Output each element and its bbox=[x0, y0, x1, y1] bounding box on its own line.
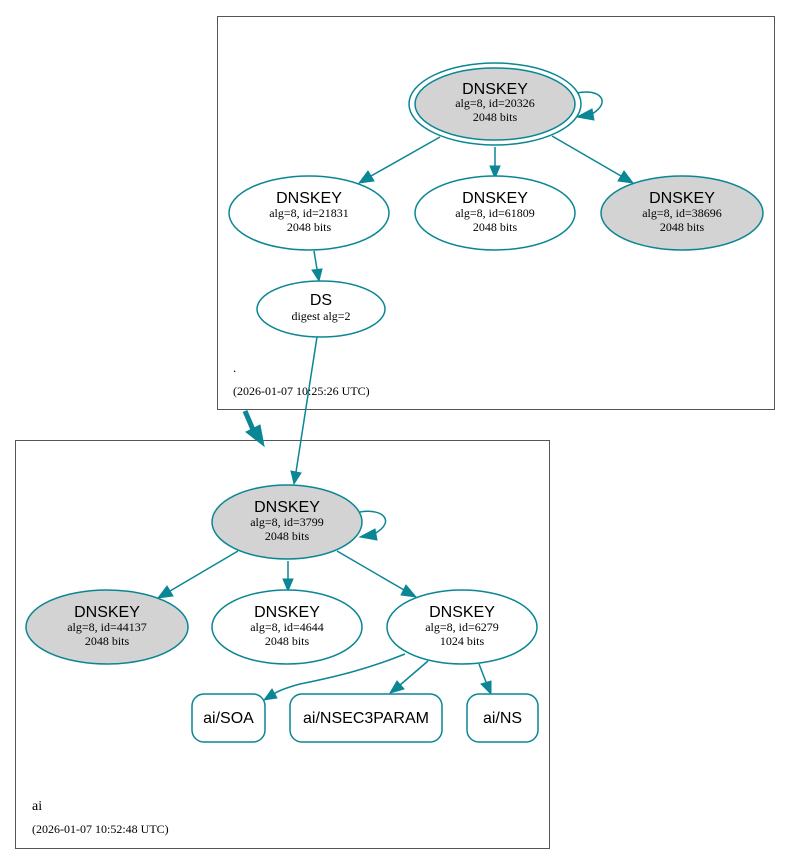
edge-ai-ksk-ksk2 bbox=[169, 550, 239, 592]
edge-root-ksk-self bbox=[576, 91, 603, 115]
node-ai-zsk2-ellipse bbox=[386, 589, 538, 665]
edge-zsk2-nsec3param bbox=[399, 660, 429, 686]
node-ai-zsk2-line1: alg=8, id=6279 bbox=[425, 620, 499, 634]
arrow-zsk2-nsec3param bbox=[388, 680, 405, 694]
node-root-zsk1-line2: 2048 bits bbox=[287, 220, 332, 234]
node-root-zsk2-line1: alg=8, id=61809 bbox=[455, 206, 535, 220]
node-root-zsk2-title: DNSKEY bbox=[462, 190, 528, 207]
node-ai-zsk1-line1: alg=8, id=4644 bbox=[250, 620, 324, 634]
node-ai-ksk-line2: 2048 bits bbox=[265, 529, 310, 543]
node-ai-ksk-line1: alg=8, id=3799 bbox=[250, 515, 324, 529]
arrow-ds-ai-ksk bbox=[290, 470, 302, 486]
node-root-zsk2-ellipse bbox=[414, 175, 576, 251]
node-root-ksk-outer-ring bbox=[408, 62, 582, 146]
node-root-ksk-line2: 2048 bits bbox=[473, 110, 518, 124]
node-root-ksk2: DNSKEY alg=8, id=38696 2048 bits bbox=[600, 175, 764, 251]
arrow-ai-ksk-zsk1 bbox=[282, 578, 294, 593]
zone-root-name: . bbox=[233, 360, 236, 375]
arrow-root-ksk-zsk1 bbox=[357, 170, 375, 184]
node-root-zsk2: DNSKEY alg=8, id=61809 2048 bits bbox=[414, 175, 576, 251]
rrset-soa: ai/SOA bbox=[191, 693, 266, 743]
zone-root-timestamp: (2026-01-07 10:25:26 UTC) bbox=[233, 384, 370, 398]
node-root-ksk-ellipse bbox=[414, 67, 576, 141]
node-ai-ds-ellipse bbox=[256, 280, 386, 338]
rrset-nsec3param-label: ai/NSEC3PARAM bbox=[303, 710, 429, 727]
rrset-ns: ai/NS bbox=[466, 693, 539, 743]
arrow-ai-ksk-zsk2 bbox=[400, 584, 418, 598]
node-ai-zsk1: DNSKEY alg=8, id=4644 2048 bits bbox=[211, 589, 363, 665]
edge-root-zsk1-ds bbox=[313, 250, 318, 270]
edge-ai-ksk-zsk2 bbox=[336, 550, 405, 591]
zone-ai-timestamp: (2026-01-07 10:52:48 UTC) bbox=[32, 822, 169, 836]
node-root-ksk2-line2: 2048 bits bbox=[660, 220, 705, 234]
node-ai-ksk2-ellipse bbox=[25, 589, 189, 665]
edge-root-ksk-zsk1 bbox=[370, 136, 441, 177]
node-ai-ksk2-line1: alg=8, id=44137 bbox=[67, 620, 147, 634]
node-ai-ds: DS digest alg=2 bbox=[256, 280, 386, 338]
node-root-zsk1-title: DNSKEY bbox=[276, 190, 342, 207]
rrset-soa-box bbox=[191, 693, 266, 743]
arrow-root-ksk-ksk2 bbox=[617, 170, 635, 184]
node-ai-zsk2-line2: 1024 bits bbox=[440, 634, 485, 648]
node-root-ksk-line1: alg=8, id=20326 bbox=[455, 96, 535, 110]
edge-ds-ai-ksk bbox=[295, 336, 318, 473]
arrow-zsk2-soa bbox=[262, 688, 278, 701]
rrset-soa-label: ai/SOA bbox=[203, 710, 254, 727]
arrow-root-ksk-self bbox=[575, 108, 595, 121]
arrow-root-zsk1-ds bbox=[311, 268, 323, 283]
rrset-ns-box bbox=[466, 693, 539, 743]
edge-zsk2-soa bbox=[273, 653, 406, 695]
arrow-zsk2-ns bbox=[480, 680, 492, 696]
node-ai-ds-title: DS bbox=[310, 292, 332, 309]
zone-ai-name: ai bbox=[32, 799, 42, 814]
node-ai-ksk-title: DNSKEY bbox=[254, 499, 320, 516]
node-ai-ksk2-line2: 2048 bits bbox=[85, 634, 130, 648]
arrow-ai-ksk-ksk2 bbox=[156, 585, 174, 599]
node-ai-zsk2-title: DNSKEY bbox=[429, 604, 495, 621]
node-root-ksk2-title: DNSKEY bbox=[649, 190, 715, 207]
node-root-zsk2-line2: 2048 bits bbox=[473, 220, 518, 234]
arrow-root-ksk-zsk2 bbox=[489, 165, 501, 180]
rrset-nsec3param: ai/NSEC3PARAM bbox=[289, 693, 443, 743]
arrow-ai-ksk-self bbox=[358, 528, 378, 541]
node-ai-ds-line1: digest alg=2 bbox=[291, 309, 350, 323]
node-ai-ksk2-title: DNSKEY bbox=[74, 604, 140, 621]
rrset-nsec3param-box bbox=[289, 693, 443, 743]
edge-zsk2-ns bbox=[478, 663, 487, 683]
arrow-zone-delegation bbox=[245, 424, 265, 448]
node-root-ksk2-line1: alg=8, id=38696 bbox=[642, 206, 722, 220]
node-ai-zsk1-line2: 2048 bits bbox=[265, 634, 310, 648]
node-root-zsk1-line1: alg=8, id=21831 bbox=[269, 206, 349, 220]
edge-ai-ksk-self bbox=[359, 510, 387, 535]
node-ai-ksk: DNSKEY alg=8, id=3799 2048 bits bbox=[211, 484, 363, 560]
node-root-zsk1: DNSKEY alg=8, id=21831 2048 bits bbox=[228, 175, 390, 251]
node-ai-zsk2: DNSKEY alg=8, id=6279 1024 bits bbox=[386, 589, 538, 665]
node-root-ksk: DNSKEY alg=8, id=20326 2048 bits bbox=[408, 62, 582, 146]
node-ai-ksk2: DNSKEY alg=8, id=44137 2048 bits bbox=[25, 589, 189, 665]
node-ai-zsk1-ellipse bbox=[211, 589, 363, 665]
edge-root-ksk-ksk2 bbox=[551, 135, 622, 177]
node-root-ksk-title: DNSKEY bbox=[462, 81, 528, 98]
node-ai-ksk-ellipse bbox=[211, 484, 363, 560]
node-root-zsk1-ellipse bbox=[228, 175, 390, 251]
rrset-ns-label: ai/NS bbox=[483, 710, 522, 727]
node-root-ksk2-ellipse bbox=[600, 175, 764, 251]
node-ai-zsk1-title: DNSKEY bbox=[254, 604, 320, 621]
